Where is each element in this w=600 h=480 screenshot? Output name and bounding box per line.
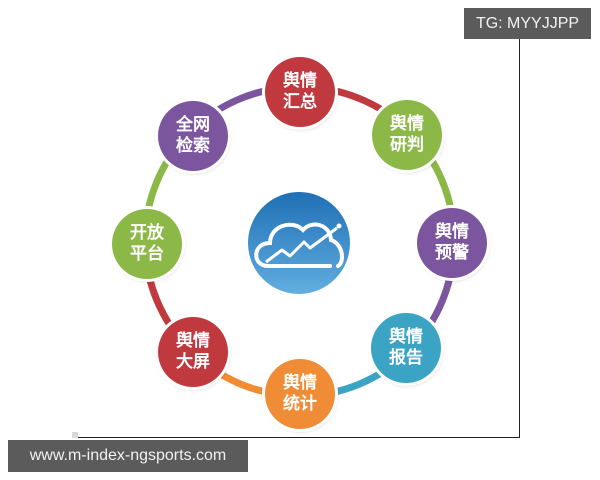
node-label-line1: 舆情 <box>390 114 424 134</box>
node-label-line1: 舆情 <box>389 327 423 347</box>
node-label-line1: 舆情 <box>435 222 469 242</box>
node-label-line2: 检索 <box>176 136 210 156</box>
node-sentiment-report[interactable]: 舆情 报告 <box>371 313 441 383</box>
node-label-line2: 报告 <box>389 348 423 368</box>
node-label-line2: 大屏 <box>176 352 210 372</box>
node-label-line2: 平台 <box>130 244 164 264</box>
watermark-url: www.m-index-ngsports.com <box>8 440 248 472</box>
image-placeholder-marker <box>72 432 78 438</box>
node-label-line2: 预警 <box>435 243 469 263</box>
node-sentiment-summary[interactable]: 舆情 汇总 <box>265 57 335 127</box>
node-sentiment-statistics[interactable]: 舆情 统计 <box>265 359 335 429</box>
node-label-line2: 汇总 <box>283 92 317 112</box>
node-label-line1: 舆情 <box>283 373 317 393</box>
watermark-telegram: TG: MYYJJPP <box>464 8 591 39</box>
node-label-line1: 舆情 <box>283 71 317 91</box>
node-sentiment-big-screen[interactable]: 舆情 大屏 <box>158 317 228 387</box>
node-label-line1: 全网 <box>176 115 210 135</box>
node-sentiment-analysis[interactable]: 舆情 研判 <box>372 100 442 170</box>
node-label-line2: 研判 <box>390 135 424 155</box>
cloud-chart-icon <box>246 190 352 296</box>
node-label-line2: 统计 <box>283 394 317 414</box>
node-web-search[interactable]: 全网 检索 <box>158 101 228 171</box>
frame-border-right <box>519 38 520 437</box>
node-label-line1: 开放 <box>130 223 164 243</box>
node-open-platform[interactable]: 开放 平台 <box>112 209 182 279</box>
node-label-line1: 舆情 <box>176 331 210 351</box>
frame-border-bottom <box>78 437 520 438</box>
node-sentiment-alert[interactable]: 舆情 预警 <box>417 208 487 278</box>
